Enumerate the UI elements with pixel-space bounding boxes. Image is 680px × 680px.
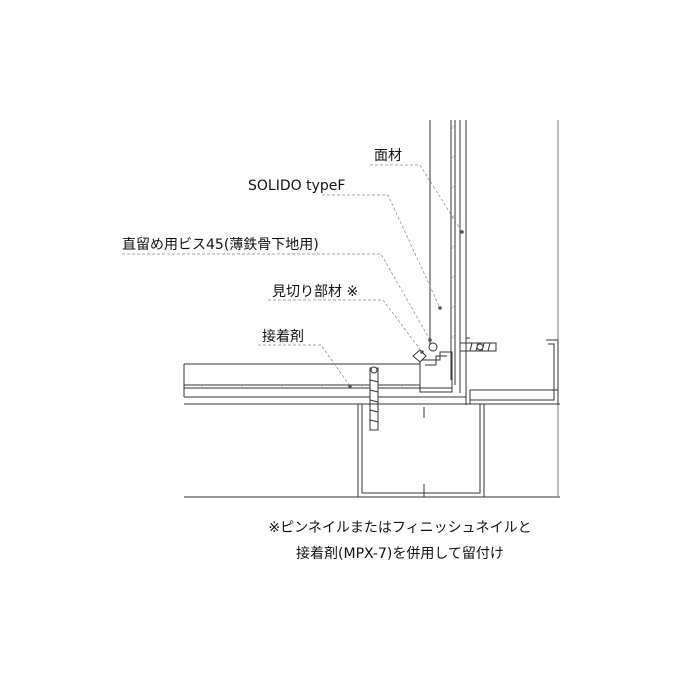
floor-panel-hatch [199, 384, 405, 389]
wall-panel-hatch [450, 123, 456, 341]
wall-panel [429, 120, 467, 405]
label-face-material: 面材 [374, 148, 402, 164]
note-line-2: 接着剤(MPX-7)を併用して留付け [296, 546, 504, 562]
label-screw: 直留め用ビス45(薄鉄骨下地用) [122, 236, 319, 253]
corner-trim [412, 349, 453, 393]
screw-vertical-icon [369, 366, 379, 431]
screw-horizontal-icon [459, 342, 497, 352]
base-outline [184, 120, 560, 498]
steel-stud [465, 337, 560, 405]
floor-panel [183, 363, 466, 398]
label-trim: 見切り部材 ※ [272, 284, 358, 300]
label-adhesive: 接着剤 [262, 328, 304, 345]
screw-head-icon [428, 342, 438, 352]
leader-dots [348, 230, 464, 388]
base-steel-block [357, 403, 485, 498]
label-solido: SOLIDO typeF [248, 178, 345, 194]
note-line-1: ※ピンネイルまたはフィニッシュネイルと [268, 520, 532, 536]
leader-lines [122, 164, 463, 387]
